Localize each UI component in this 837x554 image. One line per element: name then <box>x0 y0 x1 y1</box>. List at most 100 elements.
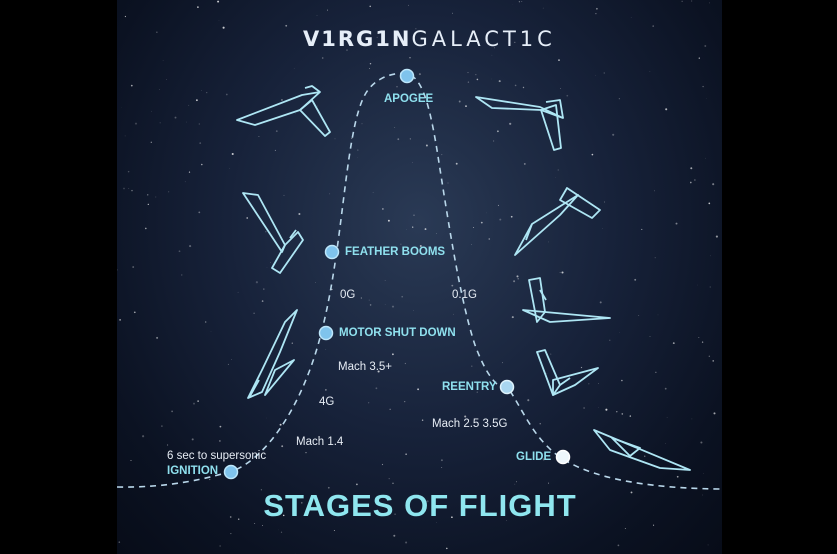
star <box>493 140 495 142</box>
star <box>498 80 501 83</box>
star <box>523 162 526 165</box>
star <box>413 310 415 312</box>
star <box>369 5 371 8</box>
star <box>392 482 394 485</box>
star <box>209 478 211 481</box>
star <box>542 7 544 9</box>
star <box>634 278 637 281</box>
star <box>649 336 651 337</box>
spaceship-icon <box>593 429 691 471</box>
star <box>408 4 410 6</box>
star <box>594 75 596 77</box>
star <box>357 149 359 151</box>
star <box>301 502 303 504</box>
note-mach-1-4: Mach 1.4 <box>296 436 344 448</box>
star <box>488 238 490 240</box>
star <box>591 153 594 156</box>
star <box>282 514 285 517</box>
star <box>629 415 632 417</box>
star <box>156 336 159 339</box>
star <box>246 217 249 219</box>
star <box>453 313 454 315</box>
star <box>546 373 548 374</box>
star <box>480 221 483 224</box>
star <box>657 314 659 316</box>
star <box>381 463 384 466</box>
star <box>465 105 467 107</box>
star <box>197 400 199 402</box>
star <box>325 349 327 350</box>
star <box>400 243 402 245</box>
star <box>705 157 706 159</box>
star <box>702 494 704 496</box>
virgin-galactic-logo: V1RG1NGALACT1C <box>303 27 552 51</box>
star <box>644 455 646 457</box>
star <box>514 483 516 485</box>
star <box>405 453 407 455</box>
star <box>376 36 378 38</box>
star <box>405 541 408 544</box>
star <box>516 275 519 278</box>
star <box>708 355 710 357</box>
star <box>518 1 521 3</box>
star <box>517 277 519 280</box>
star <box>455 162 458 165</box>
star <box>201 163 203 166</box>
star <box>526 514 527 516</box>
star <box>664 387 667 390</box>
star <box>510 215 513 218</box>
star <box>218 20 220 21</box>
star <box>690 167 693 170</box>
star <box>473 227 475 229</box>
star <box>316 14 318 16</box>
star <box>493 47 496 49</box>
star <box>513 280 516 283</box>
star <box>467 72 469 74</box>
star <box>516 481 517 483</box>
star <box>168 191 170 193</box>
star <box>497 130 499 133</box>
star <box>281 445 284 448</box>
star <box>161 425 163 427</box>
star <box>547 482 550 484</box>
star <box>446 547 448 550</box>
stage-label-feather-booms: FEATHER BOOMS <box>345 246 446 258</box>
star <box>655 371 657 373</box>
note-mach-2-5: Mach 2.5 3.5G <box>432 418 508 430</box>
spaceship-icon <box>236 85 331 137</box>
star <box>197 6 199 8</box>
star <box>253 312 255 315</box>
star <box>285 24 288 27</box>
star <box>382 40 385 43</box>
space-background <box>117 0 722 554</box>
star <box>451 516 453 519</box>
star <box>188 467 191 470</box>
star <box>127 170 130 173</box>
note-supersonic: 6 sec to supersonic <box>167 450 267 462</box>
star <box>521 1 523 2</box>
star <box>588 383 590 385</box>
star <box>709 2 710 4</box>
glide-node <box>555 449 571 465</box>
star <box>522 86 525 89</box>
star <box>369 304 372 306</box>
star <box>130 460 132 461</box>
star <box>392 353 394 356</box>
star <box>162 60 164 62</box>
star <box>219 545 221 547</box>
star <box>310 507 311 508</box>
star <box>333 529 335 532</box>
star <box>201 90 202 91</box>
star <box>583 407 585 409</box>
star <box>404 362 407 365</box>
star <box>394 127 396 128</box>
star <box>451 284 454 287</box>
star <box>155 196 157 198</box>
spaceship-icon <box>536 349 599 396</box>
star <box>712 360 714 362</box>
star <box>117 269 118 271</box>
star <box>476 391 479 393</box>
star <box>527 399 530 402</box>
star <box>681 0 683 2</box>
star <box>425 144 428 147</box>
